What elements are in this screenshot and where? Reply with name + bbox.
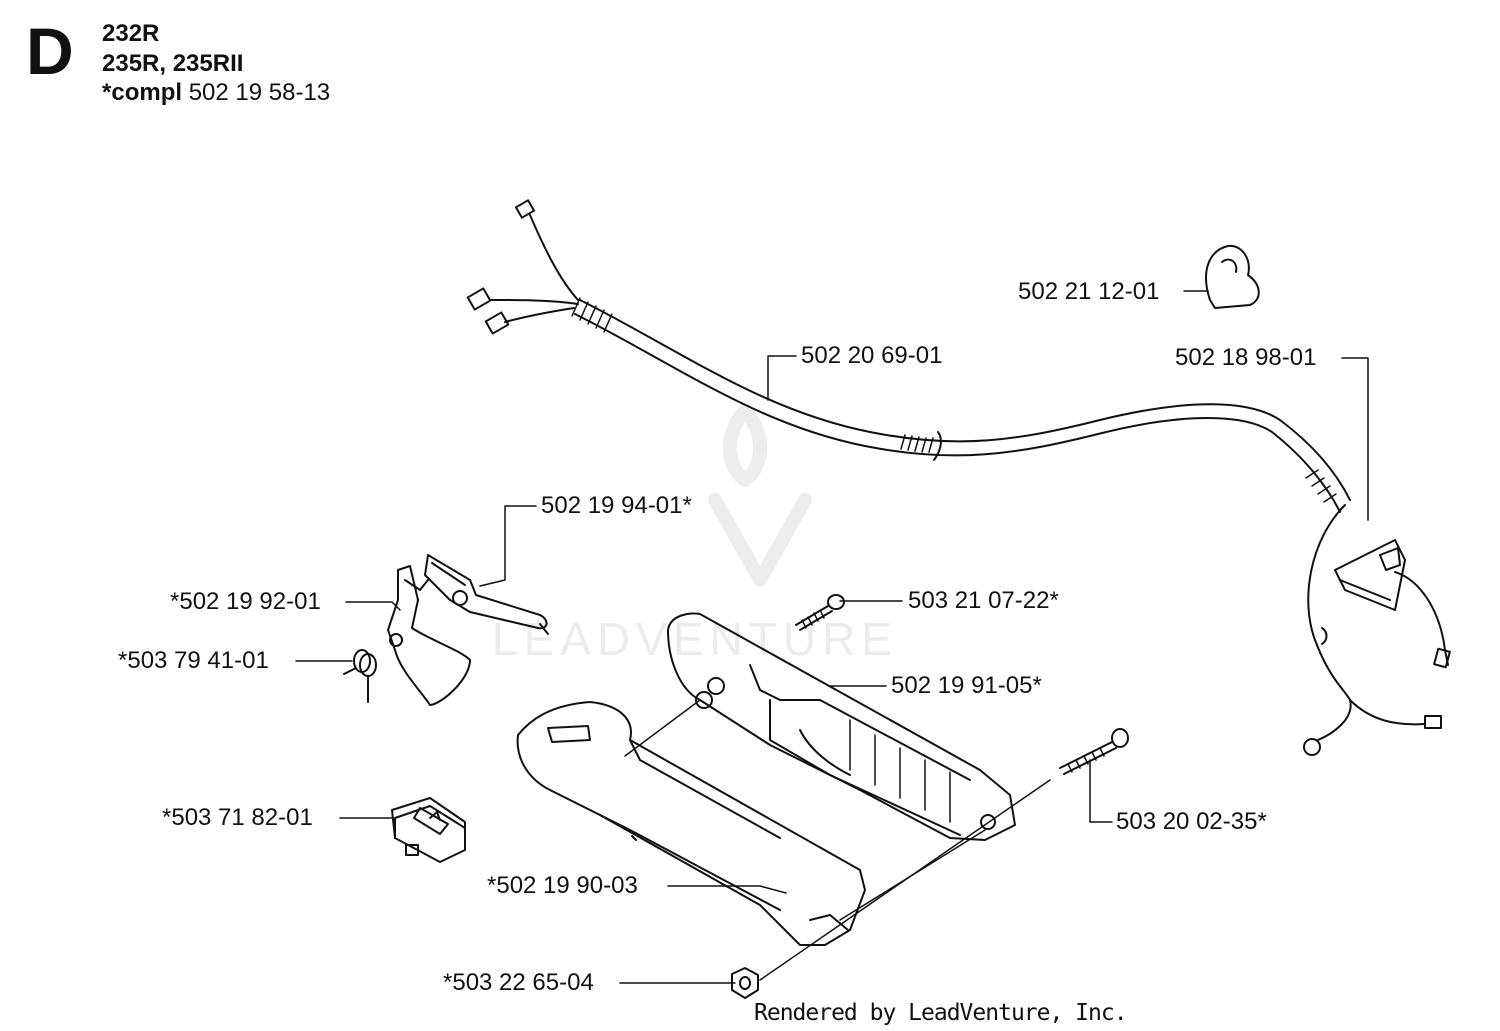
compl-label: *compl [102, 79, 183, 106]
throttle-cable [466, 199, 1451, 756]
callout-handle-half-left: *502 19 90-03 [487, 872, 638, 899]
callout-grommet: 502 21 12-01 [1018, 278, 1160, 305]
footer-credit: Rendered by LeadVenture, Inc. [754, 1000, 1128, 1026]
spring [343, 649, 377, 703]
callout-cable-clip: 502 18 98-01 [1175, 344, 1317, 371]
cable-grommet [1205, 244, 1260, 309]
model-line-1: 232R [102, 20, 160, 47]
callout-throttle-lock: *502 19 92-01 [170, 588, 321, 615]
watermark-logo [708, 403, 812, 587]
handle-half-left [516, 701, 866, 946]
callout-spring: *503 79 41-01 [118, 647, 269, 674]
stop-switch [391, 797, 466, 863]
section-letter: D [26, 14, 74, 88]
watermark: LEADVENTURE [492, 613, 898, 665]
cable-clip [1334, 539, 1406, 611]
handle-half-right [667, 612, 1016, 841]
callout-nut: *503 22 65-04 [443, 969, 594, 996]
throttle-lock [387, 565, 471, 706]
compl-line: *compl 502 19 58-13 [102, 81, 330, 105]
callout-screw-upper: 503 21 07-22* [908, 587, 1059, 614]
callout-throttle-lever: 502 19 94-01* [541, 492, 692, 519]
screw-upper [795, 594, 845, 631]
nut [731, 967, 759, 999]
callout-screw-lower: 503 20 02-35* [1116, 808, 1267, 835]
leader-lines [295, 290, 1369, 984]
compl-number: 502 19 58-13 [188, 79, 331, 106]
model-line-2: 235R, 235RII [102, 50, 244, 77]
screw-lower [1059, 728, 1129, 775]
callout-throttle-cable: 502 20 69-01 [801, 342, 943, 369]
throttle-lever [424, 554, 549, 635]
callout-handle-half-right: 502 19 91-05* [891, 672, 1042, 699]
callout-stop-switch: *503 71 82-01 [162, 804, 313, 831]
